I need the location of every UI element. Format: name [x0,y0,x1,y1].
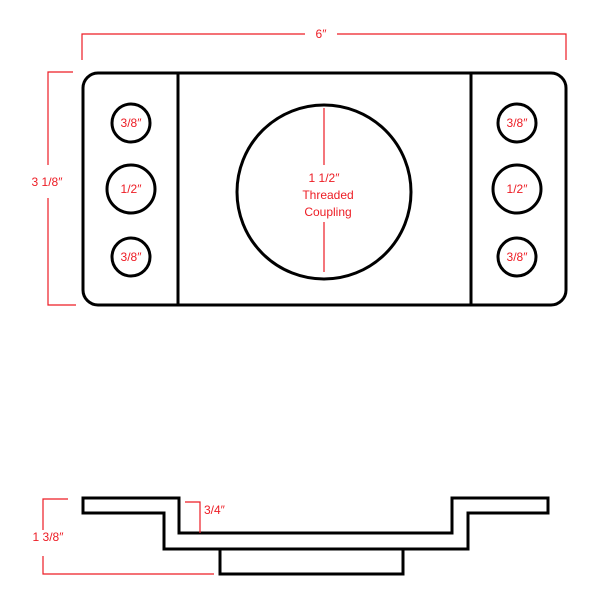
side-profile [81,496,550,551]
left-hole-bottom [110,236,152,278]
side-height-dimension: 1 3/8″ [33,498,214,575]
left-hole-top [110,102,152,144]
width-label: 6″ [316,27,328,41]
left-hole-top-label: 3/8″ [121,116,143,130]
coupling-type-label-2: Coupling [304,205,351,219]
coupling-hole [235,103,413,281]
depth-label: 3/4″ [204,503,226,517]
right-hole-top-label: 3/8″ [507,116,529,130]
left-hole-bottom-label: 3/8″ [121,250,143,264]
coupling-size-label: 1 1/2″ [309,171,341,185]
right-hole-middle [491,163,543,215]
right-hole-bottom [496,236,538,278]
side-height-label: 1 3/8″ [33,530,65,544]
coupling-type-label: Threaded [302,188,353,202]
side-coupling [218,547,405,576]
depth-dimension: 3/4″ [185,501,226,533]
left-hole-middle [105,163,157,215]
right-hole-bottom-label: 3/8″ [507,250,529,264]
right-hole-top [496,102,538,144]
left-hole-middle-label: 1/2″ [121,182,143,196]
width-dimension: 6″ [81,27,567,60]
height-label: 3 1/8″ [32,175,64,189]
height-dimension: 3 1/8″ [32,71,76,306]
right-hole-middle-label: 1/2″ [507,182,529,196]
plate-outline [81,71,568,307]
